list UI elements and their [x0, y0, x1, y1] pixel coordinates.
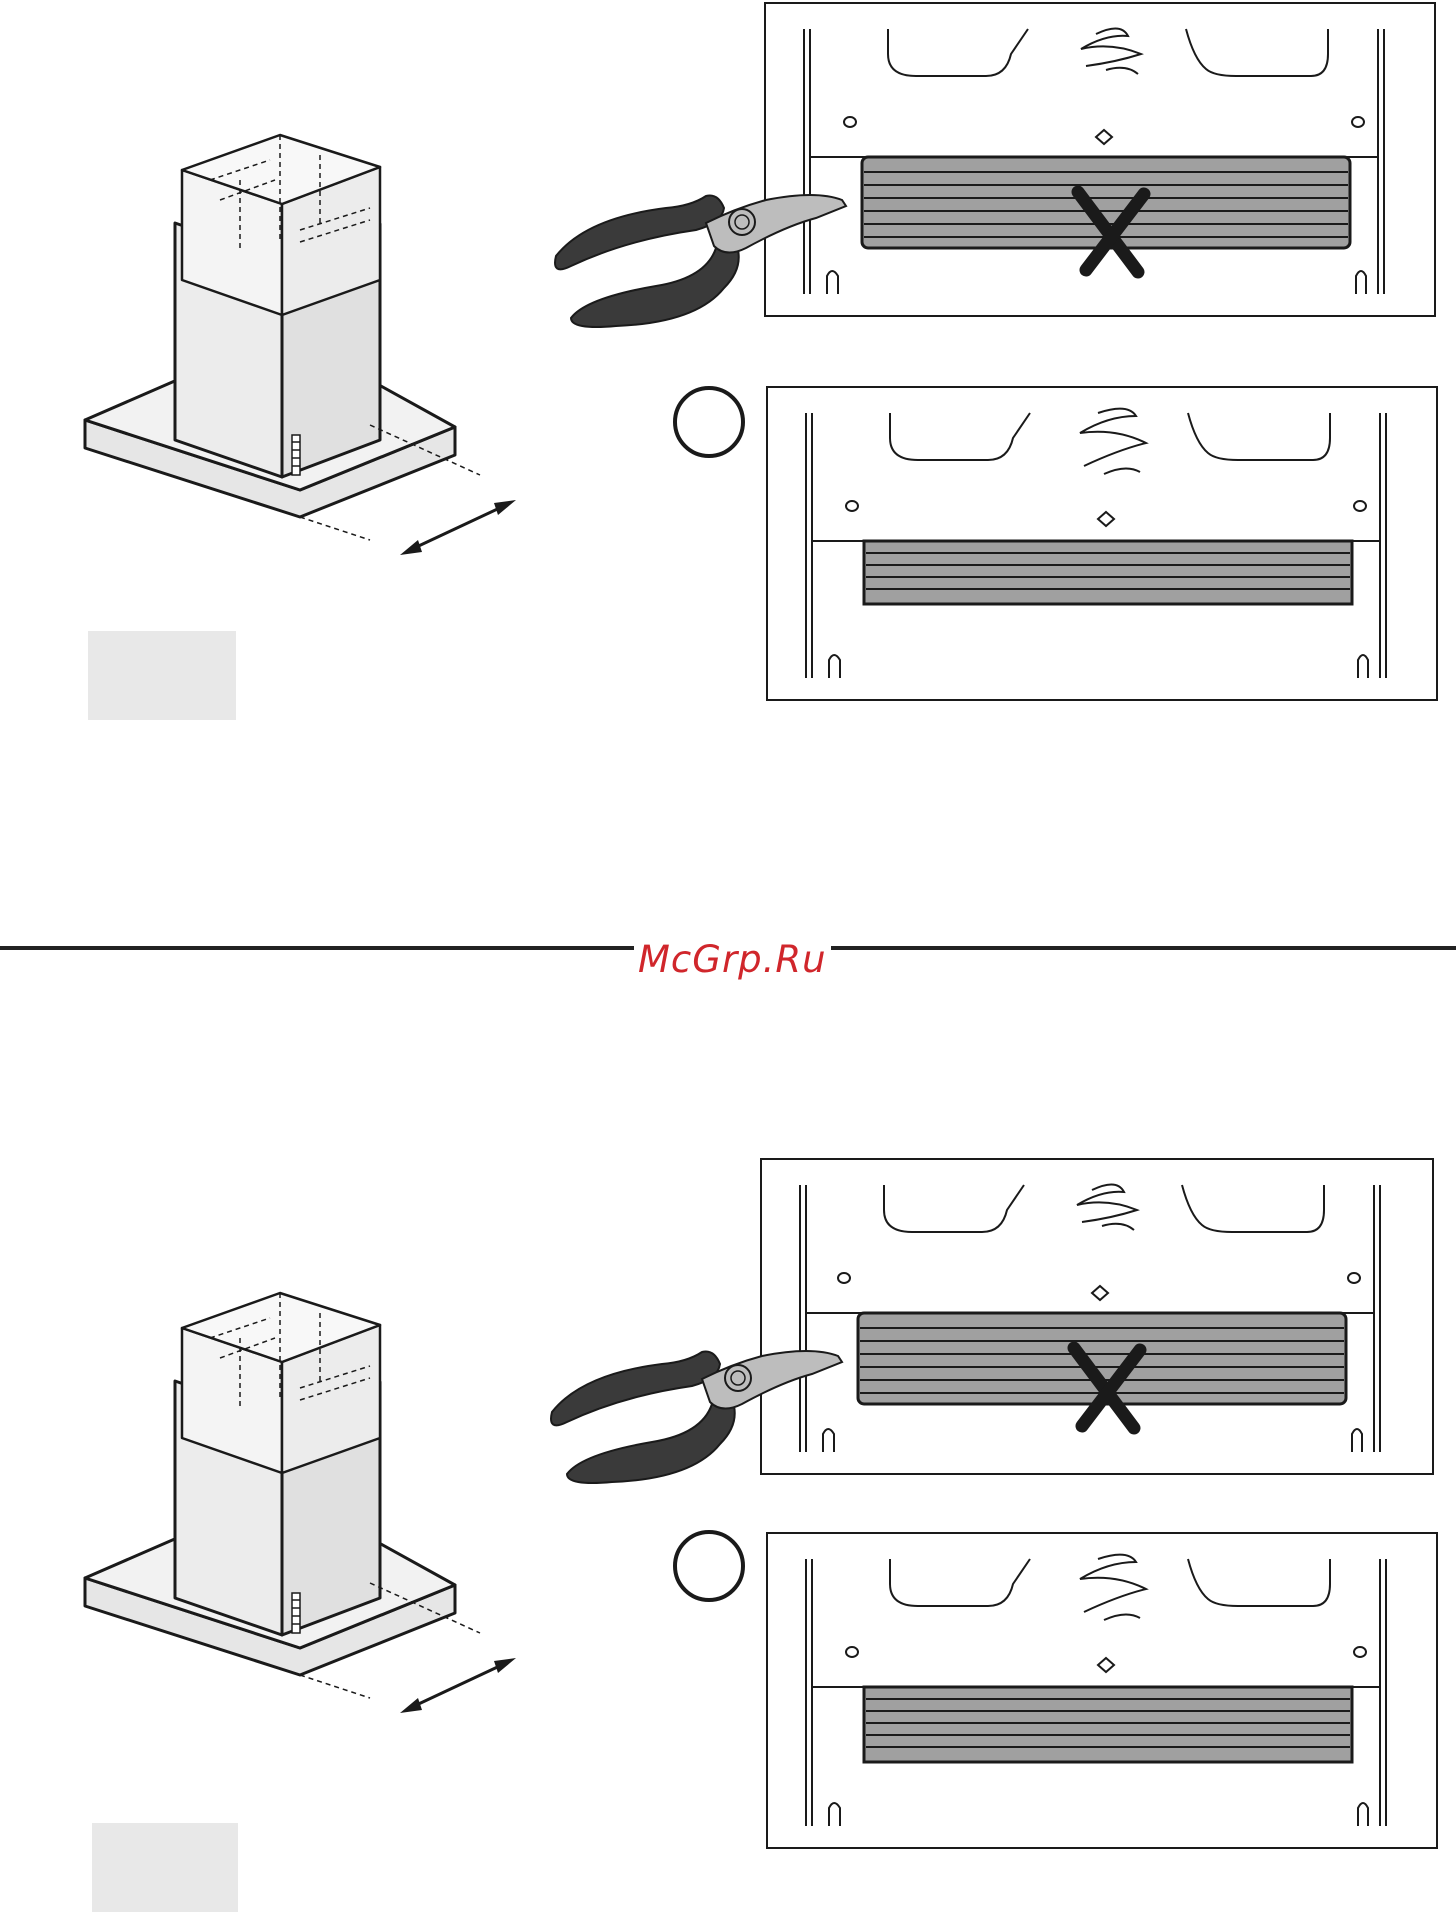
grease-filter-correct: [864, 1687, 1352, 1762]
empty-circle-icon: [673, 386, 745, 458]
watermark-text: McGrp.Ru: [634, 938, 831, 982]
filter-panel-wrong: [760, 1158, 1434, 1475]
pliers-icon: [542, 1334, 852, 1494]
swirl-logo-icon: [1081, 28, 1141, 74]
empty-circle-icon: [673, 1530, 745, 1602]
hood-drawing: [70, 130, 520, 600]
filter-panel-correct-drawing: [768, 388, 1436, 699]
filter-panel-wrong-drawing: [766, 4, 1434, 315]
instruction-section-bottom: [0, 1158, 1456, 1912]
instruction-section-top: [0, 0, 1456, 940]
chimney-hood-illustration: [70, 1288, 520, 1758]
filter-panel-correct: [766, 386, 1438, 701]
swirl-logo-icon: [1080, 409, 1146, 474]
double-arrow-icon: [400, 1658, 516, 1713]
hood-drawing: [70, 1288, 520, 1758]
chimney-hood-illustration: [70, 130, 520, 600]
swirl-logo-icon: [1080, 1555, 1146, 1620]
swirl-logo-icon: [1077, 1184, 1137, 1230]
filter-panel-wrong: [764, 2, 1436, 317]
pliers-icon: [546, 178, 856, 338]
grease-filter-correct: [864, 541, 1352, 604]
double-arrow-icon: [400, 500, 516, 555]
filter-panel-wrong-drawing: [762, 1160, 1432, 1473]
filter-panel-correct: [766, 1532, 1438, 1849]
filter-panel-correct-drawing: [768, 1534, 1436, 1847]
label-placeholder-box: [92, 1823, 238, 1912]
label-placeholder-box: [88, 631, 236, 720]
